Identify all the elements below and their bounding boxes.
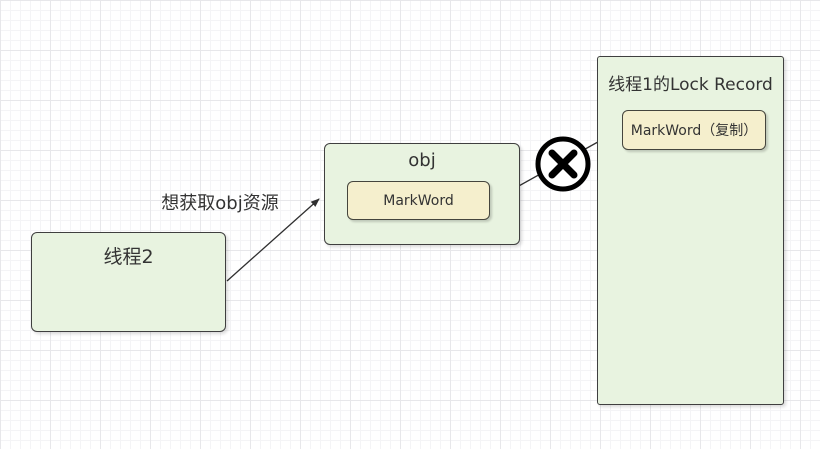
- lock-record-title: 线程1的Lock Record: [608, 75, 773, 95]
- obj-title: obj: [408, 150, 436, 171]
- obj-node: obj MarkWord: [324, 143, 520, 245]
- thread2-label: 线程2: [103, 246, 154, 268]
- cross-circle-icon: [535, 136, 591, 192]
- lock-record-node: 线程1的Lock Record MarkWord（复制）: [597, 56, 784, 405]
- lock-record-markword-copy-box: MarkWord（复制）: [622, 110, 766, 150]
- edge-label-request-obj: 想获取obj资源: [161, 193, 279, 214]
- obj-markword-box: MarkWord: [347, 181, 490, 220]
- thread2-node: 线程2: [31, 232, 226, 332]
